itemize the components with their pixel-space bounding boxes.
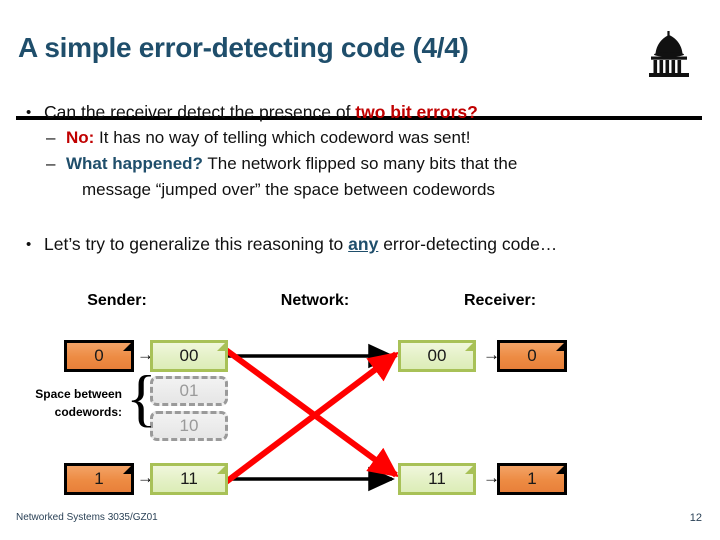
title-divider <box>16 116 702 120</box>
page-title: A simple error-detecting code (4/4) <box>18 32 469 63</box>
bullet-item-3: –What happened? The network flipped so m… <box>0 151 720 177</box>
bullet-3-continuation: message “jumped over” the space between … <box>82 180 495 199</box>
codeword-diagram: Sender: Network: Receiver: 0 → 00 01 10 … <box>0 292 720 507</box>
bullet-2-text: It has no way of telling which codeword … <box>94 128 471 147</box>
gap-codeword-01: 01 <box>150 376 228 406</box>
receiver-output-0: 0 <box>497 340 567 372</box>
sender-input-1: 1 <box>64 463 134 495</box>
slide-header: A simple error-detecting code (4/4) <box>0 30 720 120</box>
bullet-item-4: • Let’s try to generalize this reasoning … <box>0 232 720 257</box>
bullet-1-text: Can the receiver detect the presence of <box>44 102 356 122</box>
column-header-receiver: Receiver: <box>463 292 537 309</box>
bullet-3-text: The network flipped so many bits that th… <box>202 154 518 173</box>
codeword-gap-label-line1: Space between <box>35 387 122 401</box>
column-header-sender: Sender: <box>87 292 147 309</box>
bullet-item-2: –No: It has no way of telling which code… <box>0 125 720 151</box>
receiver-codeword-00: 00 <box>398 340 476 372</box>
bullet-4-text-pre: Let’s try to generalize this reasoning t… <box>44 234 349 254</box>
bullet-4-text-post: error-detecting code… <box>378 234 558 254</box>
university-crest-icon <box>640 30 698 82</box>
network-links-layer <box>224 343 399 492</box>
codeword-gap-brace: { <box>126 362 157 433</box>
bullet-glyph: • <box>26 236 32 253</box>
slide-body: • Can the receiver detect the presence of… <box>0 100 720 257</box>
arrow-sender-encode-top: → <box>137 345 154 364</box>
sender-codeword-11: 11 <box>150 463 228 495</box>
codeword-gap-label-line2: codewords: <box>54 405 122 419</box>
sender-codeword-00: 00 <box>150 340 228 372</box>
page-number: 12 <box>689 512 702 524</box>
bullet-item-1: • Can the receiver detect the presence of… <box>0 100 720 125</box>
sender-input-0: 0 <box>64 340 134 372</box>
gap-codeword-10: 10 <box>150 411 228 441</box>
column-header-network: Network: <box>280 292 350 309</box>
bullet-1-emphasis: two bit errors? <box>355 102 478 122</box>
bullet-2-emphasis: No: <box>66 128 95 147</box>
bullet-4-emphasis: any <box>348 234 379 254</box>
link-error-11-to-00 <box>224 351 399 485</box>
footer-course-label: Networked Systems 3035/GZ01 <box>16 512 158 523</box>
arrow-receiver-decode-bottom: → <box>483 468 500 487</box>
receiver-output-1: 1 <box>497 463 567 495</box>
arrow-receiver-decode-top: → <box>483 345 500 364</box>
bullet-3-emphasis: What happened? <box>66 154 203 173</box>
link-error-00-to-11 <box>224 347 399 478</box>
dash-glyph: – <box>46 154 56 173</box>
receiver-codeword-11: 11 <box>398 463 476 495</box>
dash-glyph: – <box>46 128 56 147</box>
bullet-glyph: • <box>26 104 32 121</box>
arrow-sender-encode-bottom: → <box>137 468 154 487</box>
